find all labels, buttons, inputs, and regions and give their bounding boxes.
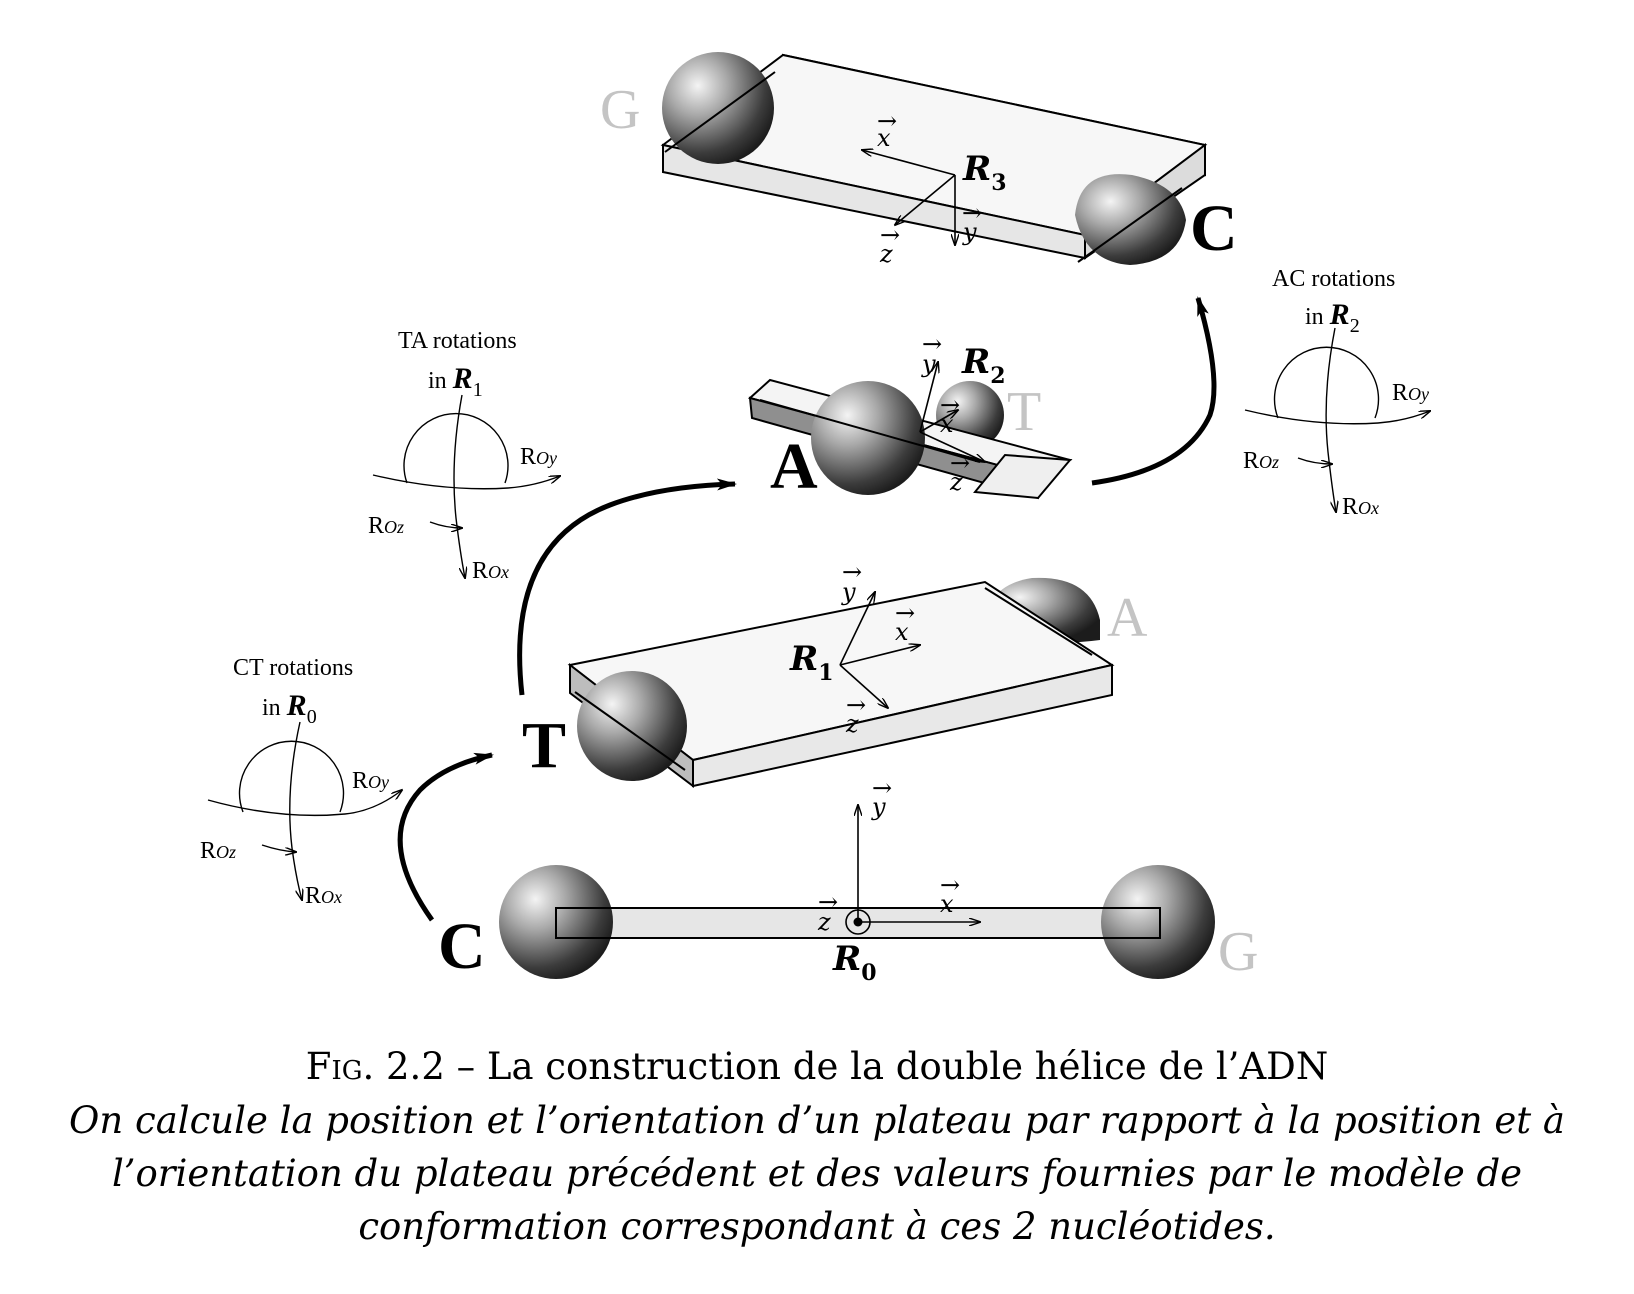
ct-rotations-title: CT rotations: [233, 655, 353, 681]
frame-r3-axes: [862, 150, 955, 245]
base-g-bottom: G: [1218, 921, 1258, 983]
base-t-middle: T: [1007, 381, 1041, 443]
vector-arrow-glyph: →: [922, 330, 942, 358]
frame-r1-label: R1: [789, 639, 834, 686]
axis-z-label: z: [949, 468, 963, 496]
ac-rot-ox-label: ROx: [1342, 494, 1379, 520]
ac-rotations-title: AC rotations: [1272, 266, 1395, 292]
axis-y-label: y: [962, 218, 977, 246]
axis-x-label: x: [940, 410, 954, 438]
caption-text: On calcule la position et l’orientation …: [69, 1099, 1565, 1248]
axis-x-label: x: [940, 890, 954, 918]
vector-arrow-glyph: →: [962, 199, 982, 227]
caption-number: 2.2: [386, 1045, 445, 1088]
frame-r2-axes: [919, 362, 985, 462]
ct-rot-oz-label: ROz: [200, 838, 236, 864]
base-c-bottom: C: [438, 910, 486, 983]
plate-edge-line: [574, 691, 686, 771]
axis-y-label: y: [841, 578, 856, 606]
rotation-gizmo-ta: [372, 394, 560, 578]
axis-z-label: z: [845, 710, 859, 738]
frame-r2-label: R2: [961, 342, 1006, 389]
plate-edge-line: [664, 71, 776, 153]
arrow-a-to-c: [1091, 296, 1217, 486]
sphere-g-top: [662, 52, 774, 164]
vector-arrow-glyph: →: [872, 774, 892, 802]
sphere-g-bottom: [1101, 865, 1215, 979]
plate-edge-line: [1077, 187, 1183, 263]
ac-rot-oy-label: ROy: [1392, 380, 1429, 406]
hemisphere-c-top: [1075, 174, 1186, 265]
frame-r3-label: R3: [962, 149, 1007, 196]
vector-arrow-glyph: →: [950, 449, 970, 477]
frame-r1-axes: [839, 592, 920, 708]
axis-x-label: x: [895, 618, 909, 646]
ac-rot-oz-label: ROz: [1243, 448, 1279, 474]
arrow-c-to-t: [397, 752, 494, 922]
caption-label: Fig.: [305, 1045, 375, 1088]
vector-arrow-glyph: →: [880, 221, 900, 249]
dna-construction-diagram: x → z → y → R3 G C y → x → z → R2 A T y …: [200, 52, 1634, 986]
axis-y-label: y: [871, 793, 886, 821]
caption-title-line: Fig. 2.2 – La construction de la double …: [40, 1040, 1594, 1094]
caption-dash: –: [456, 1045, 476, 1088]
ta-rot-ox-label: ROx: [472, 558, 509, 584]
base-a-middle: A: [770, 430, 818, 503]
ta-rotations-title: TA rotations: [398, 328, 517, 354]
vector-arrow-glyph: →: [940, 391, 960, 419]
arrow-t-to-a: [517, 478, 737, 696]
vector-arrow-glyph: →: [895, 599, 915, 627]
base-a-lower: A: [1107, 587, 1148, 649]
axis-y-label: y: [921, 350, 936, 378]
ta-rot-oy-label: ROy: [520, 444, 557, 470]
plate-edge-line: [759, 399, 981, 463]
ct-rot-ox-label: ROx: [305, 883, 342, 909]
base-t-lower: T: [522, 709, 566, 782]
axis-z-label: z: [817, 908, 831, 936]
vector-arrow-glyph: →: [940, 871, 960, 899]
base-g-top: G: [600, 79, 640, 141]
rotation-gizmo-ac: [1244, 327, 1430, 512]
rotation-gizmo-ct: [207, 721, 402, 900]
vector-arrow-glyph: →: [818, 888, 838, 916]
plate-edge-line: [984, 587, 1093, 656]
frame-r0-label: R0: [832, 939, 877, 986]
vector-arrow-glyph: →: [877, 107, 897, 135]
frame-r0-axes: [845, 805, 980, 935]
ct-rot-oy-label: ROy: [352, 768, 389, 794]
figure-caption: Fig. 2.2 – La construction de la double …: [40, 1040, 1594, 1253]
sphere-a-middle: [811, 381, 925, 495]
axis-z-label: z: [879, 240, 893, 268]
axis-x-label: x: [877, 124, 891, 152]
vector-arrow-glyph: →: [846, 691, 866, 719]
vector-arrow-glyph: →: [842, 558, 862, 586]
caption-title: La construction de la double hélice de l…: [486, 1045, 1329, 1088]
ta-rot-oz-label: ROz: [368, 513, 404, 539]
base-c-top: C: [1190, 192, 1238, 265]
sphere-t-lower: [577, 671, 687, 781]
